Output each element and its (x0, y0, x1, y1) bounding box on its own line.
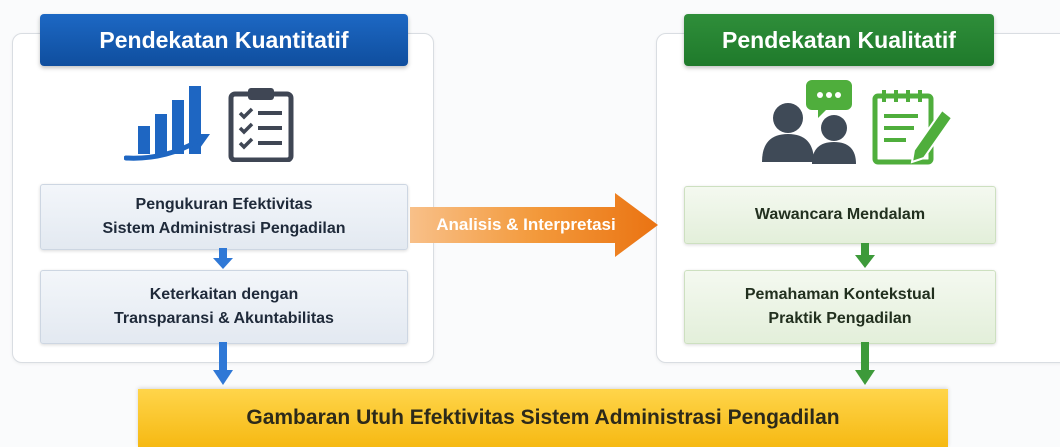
analysis-arrow-label: Analisis & Interpretasi (436, 215, 616, 234)
measurement-box: Pengukuran Efektivitas Sistem Administra… (40, 184, 408, 250)
down-arrow-icon (213, 342, 233, 385)
context-text: Pemahaman Kontekstual Praktik Pengadilan (744, 286, 936, 327)
qualitative-header: Pendekatan Kualitatif (684, 14, 994, 66)
analysis-arrow (410, 193, 658, 257)
summary-text: Gambaran Utuh Efektivitas Sistem Adminis… (246, 406, 840, 429)
checklist-clipboard-icon (228, 88, 294, 162)
measurement-text: Pengukuran Efektivitas Sistem Administra… (102, 196, 346, 237)
context-box: Pemahaman Kontekstual Praktik Pengadilan (684, 270, 996, 344)
interview-text: Wawancara Mendalam (754, 206, 926, 223)
interview-box: Wawancara Mendalam (684, 186, 996, 244)
down-arrow-icon (855, 243, 875, 268)
people-conversation-icon (762, 80, 856, 164)
bar-chart-icon (124, 86, 210, 161)
quantitative-header: Pendekatan Kuantitatif (40, 14, 408, 66)
transparency-box: Keterkaitan dengan Transparansi & Akunta… (40, 270, 408, 344)
notepad-pencil-icon (872, 90, 954, 165)
down-arrow-icon (855, 342, 875, 385)
summary-bar: Gambaran Utuh Efektivitas Sistem Adminis… (138, 389, 948, 447)
down-arrow-icon (213, 248, 233, 269)
transparency-text: Keterkaitan dengan Transparansi & Akunta… (114, 286, 334, 327)
quantitative-title: Pendekatan Kuantitatif (99, 26, 349, 53)
qualitative-title: Pendekatan Kualitatif (722, 26, 956, 53)
